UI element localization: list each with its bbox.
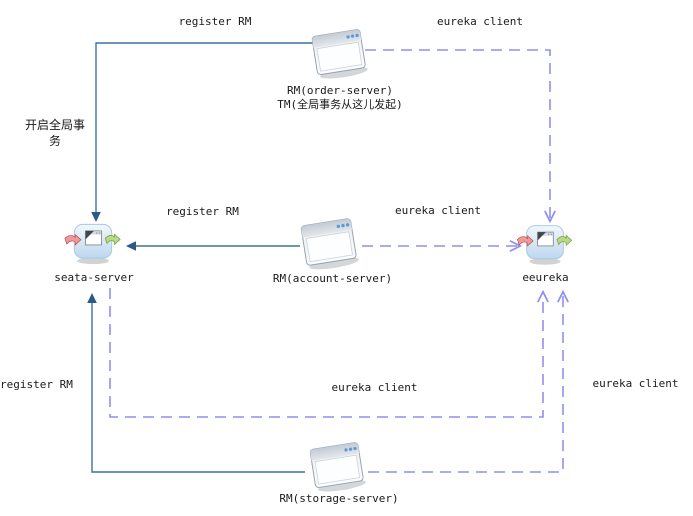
- edge-label-eureka-client-storage: eureka client: [592, 377, 679, 390]
- edge-label-register-rm-account: register RM: [166, 205, 239, 218]
- edge-register-rm-order-to-seata: [91, 42, 313, 222]
- node-eureka: eeureka: [508, 271, 583, 285]
- node-order-server-sublabel: TM(全局事务从这儿发起): [277, 98, 403, 111]
- edge-register-rm-storage-to-seata: [87, 293, 305, 473]
- node-account-server: RM(account-server): [260, 272, 405, 286]
- edge-eureka-client-storage-to-eureka: [368, 289, 569, 473]
- node-order-server: RM(order-server) TM(全局事务从这儿发起): [250, 84, 430, 112]
- browser-window-icon: [308, 24, 370, 84]
- edge-label-register-rm-order: register RM: [178, 15, 252, 28]
- node-storage-server: RM(storage-server): [265, 492, 413, 506]
- node-storage-server-label: RM(storage-server): [279, 492, 399, 505]
- sync-box-icon: [64, 220, 122, 268]
- node-order-server-label: RM(order-server): [287, 84, 393, 97]
- browser-window-icon: [296, 214, 362, 274]
- node-seata-server: seata-server: [48, 271, 140, 285]
- node-account-server-label: RM(account-server): [272, 272, 393, 285]
- node-seata-server-label: seata-server: [54, 271, 134, 284]
- browser-window-icon: [304, 438, 370, 496]
- edge-label-register-rm-storage: register RM: [0, 378, 73, 391]
- edge-eureka-client-order-to-eureka: [365, 49, 556, 224]
- edge-label-start-global-transaction: 开启全局事务: [24, 118, 85, 148]
- sync-box-icon: [516, 222, 574, 268]
- edge-eureka-client-seata-to-eureka: [109, 288, 549, 418]
- node-eureka-label: eeureka: [522, 271, 569, 284]
- edge-label-eureka-client-seata: eureka client: [331, 381, 418, 394]
- edge-label-eureka-client-order: eureka client: [436, 15, 524, 28]
- edge-label-eureka-client-account: eureka client: [394, 204, 482, 217]
